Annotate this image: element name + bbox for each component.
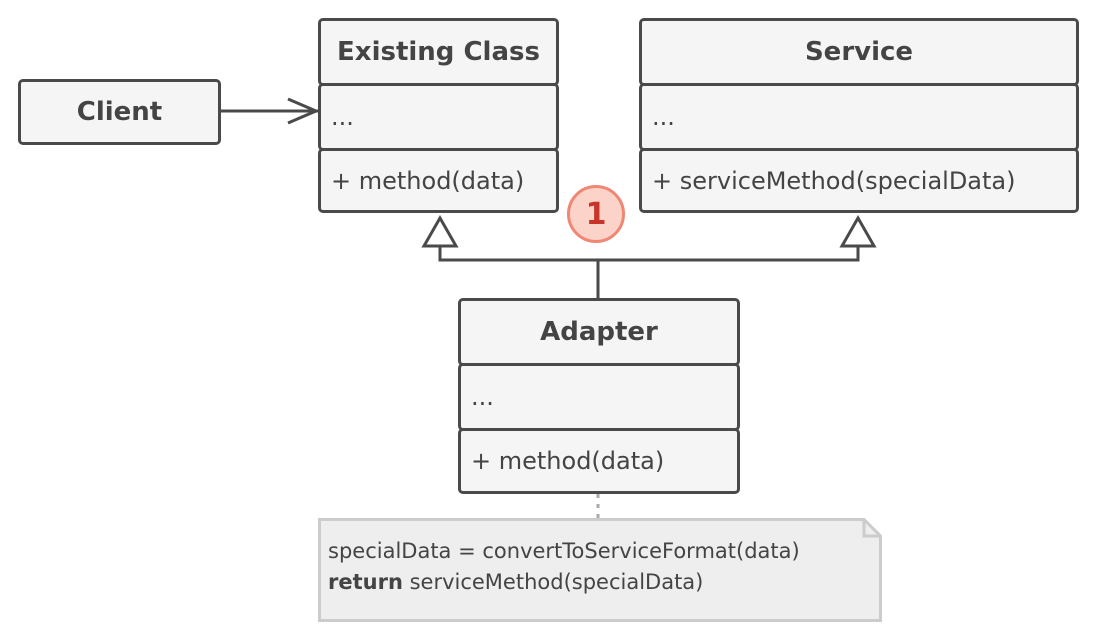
code-note: specialData = convertToServiceFormat(dat… xyxy=(318,518,882,622)
service-fields-text: ... xyxy=(652,103,675,131)
step-badge: 1 xyxy=(567,185,625,243)
existing-class-title: Existing Class xyxy=(337,37,540,67)
existing-class-box: Existing Class ... + method(data) xyxy=(318,18,559,213)
note-body xyxy=(318,518,882,622)
client-title: Client xyxy=(76,97,163,127)
adapter-fields-text: ... xyxy=(471,383,494,411)
note-fold xyxy=(862,519,881,538)
association-arrowhead xyxy=(287,97,320,125)
step-badge-number: 1 xyxy=(585,196,607,232)
service-box: Service ... + serviceMethod(specialData) xyxy=(639,18,1079,213)
adapter-box: Adapter ... + method(data) xyxy=(458,298,740,494)
existing-class-header: Existing Class xyxy=(318,18,559,86)
note-shape xyxy=(318,518,882,622)
adapter-methods: + method(data) xyxy=(458,428,740,494)
service-methods: + serviceMethod(specialData) xyxy=(639,148,1079,213)
note-return-keyword: return xyxy=(328,570,403,594)
service-fields: ... xyxy=(639,83,1079,151)
note-line-2-rest: serviceMethod(specialData) xyxy=(402,570,704,594)
adapter-header: Adapter xyxy=(458,298,740,366)
adapter-fields: ... xyxy=(458,363,740,431)
inheritance-triangle-existing xyxy=(421,214,459,248)
existing-class-methods-text: + method(data) xyxy=(331,166,525,195)
existing-class-methods: + method(data) xyxy=(318,148,559,213)
note-line-1: specialData = convertToServiceFormat(dat… xyxy=(328,539,800,563)
service-methods-text: + serviceMethod(specialData) xyxy=(652,166,1016,195)
note-text: specialData = convertToServiceFormat(dat… xyxy=(328,536,800,598)
inheritance-branch-line xyxy=(438,246,860,262)
inheritance-triangle-service xyxy=(839,214,877,248)
service-title: Service xyxy=(804,37,914,67)
existing-class-fields-text: ... xyxy=(331,103,354,131)
client-box: Client xyxy=(18,79,221,145)
adapter-methods-text: + method(data) xyxy=(471,447,665,475)
note-line-2: return serviceMethod(specialData) xyxy=(328,567,800,598)
adapter-title: Adapter xyxy=(540,317,658,347)
service-header: Service xyxy=(639,18,1079,86)
existing-class-fields: ... xyxy=(318,83,559,151)
